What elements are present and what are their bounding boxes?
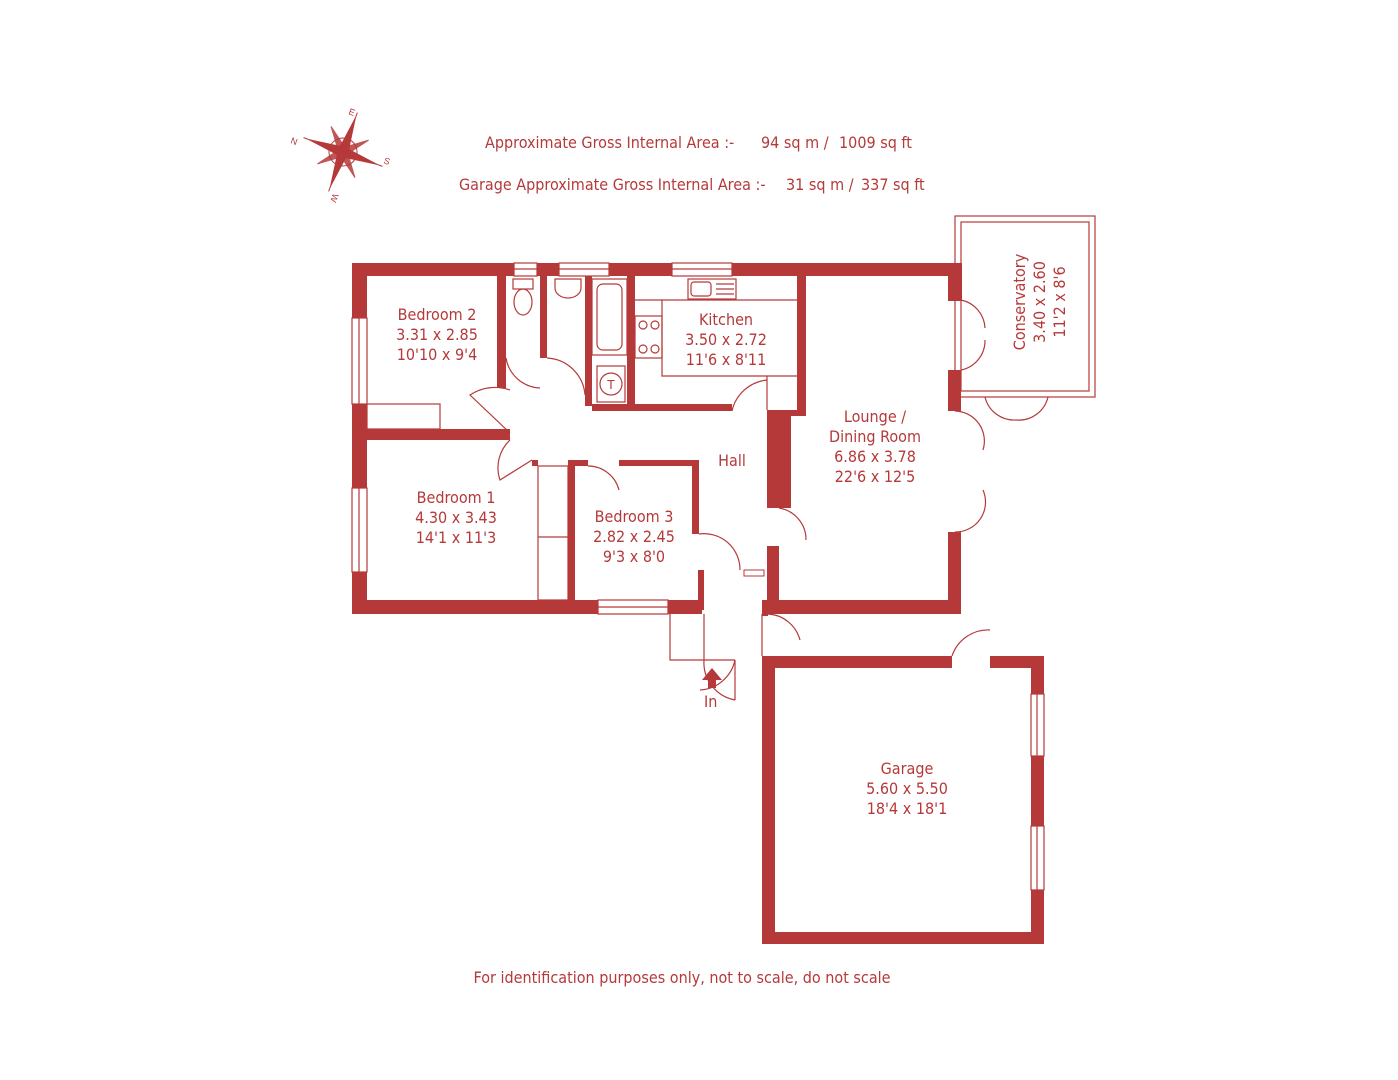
garage-area-metric: 31 sq m / — [786, 175, 854, 194]
room-bedroom-3: Bedroom 3 2.82 x 2.45 9'3 x 8'0 — [593, 507, 675, 567]
room-metric: 3.31 x 2.85 — [396, 325, 478, 344]
compass-s: S — [382, 155, 391, 166]
compass-n: N — [289, 135, 299, 147]
room-metric: 2.82 x 2.45 — [593, 527, 675, 546]
room-imperial: 14'1 x 11'3 — [415, 528, 497, 547]
garage-area-imperial: 337 sq ft — [861, 175, 925, 194]
walls — [352, 263, 1044, 944]
bath-icon — [591, 278, 628, 356]
compass-rose-icon — [303, 112, 383, 192]
total-area-label: Approximate Gross Internal Area :- — [485, 133, 735, 152]
compass-e: E — [347, 106, 356, 117]
room-name: Bedroom 1 — [416, 488, 496, 507]
room-imperial: 10'10 x 9'4 — [396, 345, 478, 364]
room-metric: 3.40 x 2.60 — [1030, 261, 1049, 343]
total-area-metric: 94 sq m / — [761, 133, 829, 152]
room-imperial: 22'6 x 12'5 — [834, 467, 916, 486]
basin-icon — [554, 278, 582, 299]
room-metric: 5.60 x 5.50 — [866, 779, 948, 798]
room-metric: 6.86 x 3.78 — [834, 447, 916, 466]
total-area-imperial: 1009 sq ft — [839, 133, 912, 152]
room-bedroom-1: Bedroom 1 4.30 x 3.43 14'1 x 11'3 — [415, 488, 497, 548]
garage-area-label: Garage Approximate Gross Internal Area :… — [459, 175, 766, 194]
boiler-icon — [596, 365, 626, 403]
room-name: Conservatory — [1010, 253, 1029, 351]
room-name-line2: Dining Room — [829, 427, 921, 446]
entrance-label: In — [704, 692, 718, 711]
footer-disclaimer: For identification purposes only, not to… — [473, 968, 891, 987]
toilet-icon — [512, 278, 534, 316]
entrance-arrow-icon — [702, 668, 722, 688]
room-garage: Garage 5.60 x 5.50 18'4 x 18'1 — [866, 759, 948, 819]
fittings — [351, 215, 1096, 932]
room-name: Garage — [880, 759, 934, 778]
room-imperial: 18'4 x 18'1 — [866, 799, 948, 818]
hob-icon — [634, 315, 663, 359]
room-name-line1: Lounge / — [843, 407, 907, 426]
compass-w: W — [328, 192, 340, 204]
boiler-label: T — [607, 377, 615, 392]
room-name: Kitchen — [698, 310, 754, 329]
sink-icon — [687, 278, 737, 300]
room-metric: 3.50 x 2.72 — [685, 330, 767, 349]
room-name: Bedroom 3 — [594, 507, 674, 526]
room-name: Hall — [718, 451, 746, 470]
room-imperial: 11'2 x 8'6 — [1050, 266, 1069, 338]
room-name: Bedroom 2 — [397, 305, 477, 324]
room-kitchen: Kitchen 3.50 x 2.72 11'6 x 8'11 — [685, 310, 767, 370]
room-lounge: Lounge / Dining Room 6.86 x 3.78 22'6 x … — [829, 407, 921, 487]
compass-letters: N E S W — [289, 106, 391, 204]
room-hall: Hall — [718, 451, 746, 471]
room-imperial: 9'3 x 8'0 — [602, 547, 666, 566]
room-bedroom-2: Bedroom 2 3.31 x 2.85 10'10 x 9'4 — [396, 305, 478, 365]
room-metric: 4.30 x 3.43 — [415, 508, 497, 527]
room-imperial: 11'6 x 8'11 — [685, 350, 767, 369]
